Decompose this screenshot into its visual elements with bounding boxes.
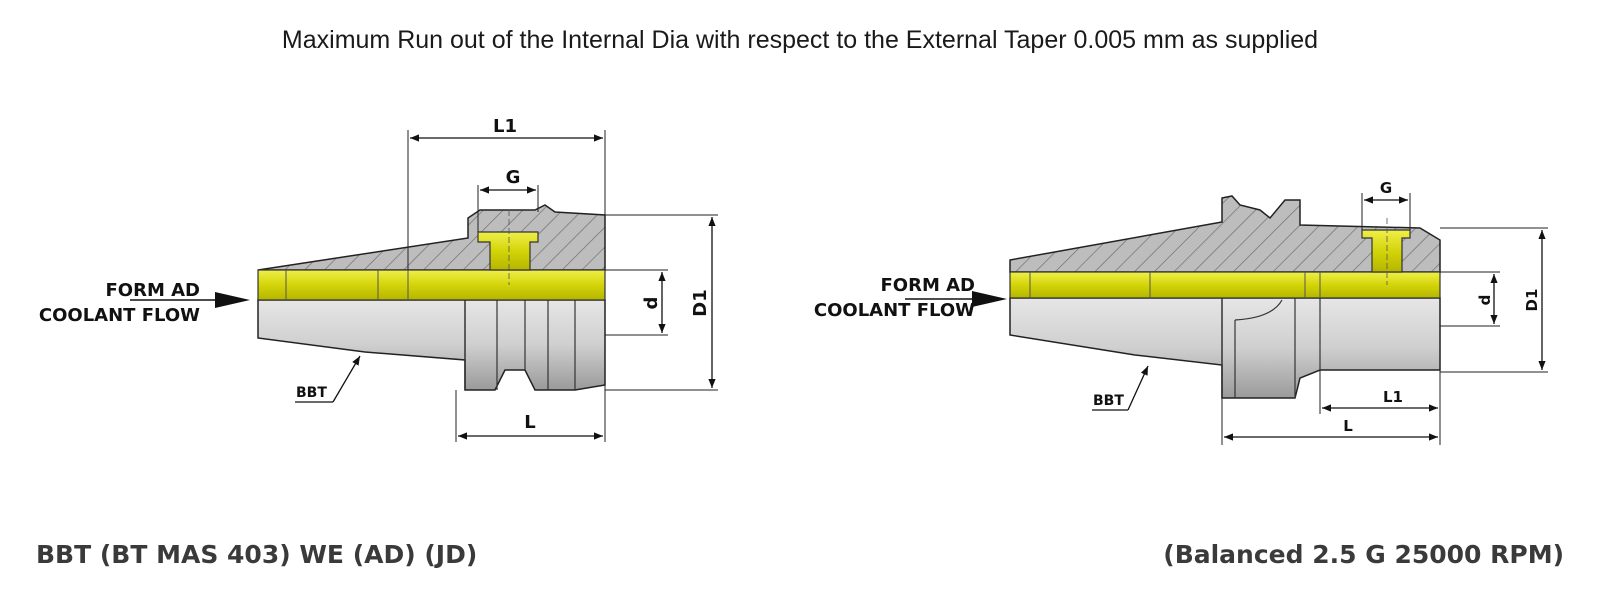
right-flow-label-line1: FORM AD [880, 275, 975, 296]
right-taper-label: BBT [1093, 393, 1124, 409]
right-coolant-channel [1009, 271, 1441, 299]
right-coolant-port [1361, 229, 1411, 273]
right-flow-arrow-icon [972, 291, 1007, 307]
right-flow-label-line2: COOLANT FLOW [814, 300, 975, 321]
left-upper-section [257, 204, 606, 271]
runout-caption: Maximum Run out of the Internal Dia with… [281, 26, 1319, 54]
balance-spec: (Balanced 2.5 G 25000 RPM) [1163, 540, 1564, 569]
left-dim-d: d [641, 297, 662, 310]
right-lower-body [1009, 297, 1441, 399]
left-dim-d1: D1 [690, 289, 711, 316]
left-lower-body [257, 299, 606, 391]
right-dim-g: G [1380, 179, 1392, 197]
left-coolant-channel [257, 269, 606, 301]
left-coolant-port [477, 231, 539, 271]
right-dim-d1: D1 [1523, 289, 1541, 312]
product-title: BBT (BT MAS 403) WE (AD) (JD) [36, 540, 478, 569]
left-dim-l: L [524, 412, 535, 433]
left-dim-l1: L1 [493, 116, 517, 137]
left-flow-label-line1: FORM AD [105, 280, 200, 301]
left-tool-holder: L1 G d D1 L FORM AD COOLANT FLOW BBT [39, 116, 718, 442]
left-dim-g: G [506, 167, 521, 188]
right-tool-holder: G d D1 L1 L FORM AD COOLANT FLOW BBT [814, 179, 1548, 445]
left-flow-label-line2: COOLANT FLOW [39, 305, 200, 326]
left-flow-arrow-icon [215, 292, 250, 308]
left-taper-label: BBT [296, 385, 327, 401]
right-upper-section [1009, 195, 1441, 273]
right-dim-l: L [1343, 417, 1353, 435]
right-dim-d: d [1476, 295, 1494, 306]
right-dim-l1: L1 [1383, 388, 1403, 406]
